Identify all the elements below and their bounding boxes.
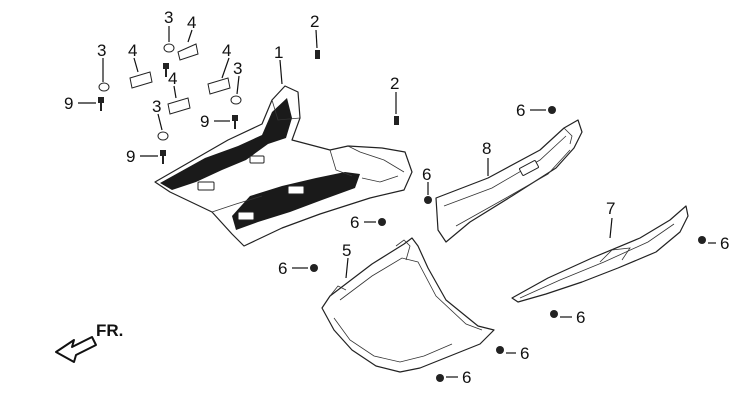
hardware-clips-2 [315,50,399,125]
hardware-grommets [98,43,242,141]
callout-7: 7 [606,199,615,218]
callout-3: 3 [164,8,173,27]
leader-lines [78,26,716,378]
callout-3: 3 [97,41,106,60]
part-7-side-cover [511,205,689,303]
callout-5: 5 [342,241,351,260]
hardware-pads [129,43,231,115]
hardware-bolts-9 [98,63,238,164]
callout-8: 8 [482,139,491,158]
callout-4: 4 [128,41,137,60]
callout-4: 4 [187,13,196,32]
part-1-floor-panel [154,85,413,247]
callout-3: 3 [152,97,161,116]
callout-6: 6 [278,259,287,278]
front-direction-label: FR. [96,321,123,340]
callout-6: 6 [520,344,529,363]
callout-9: 9 [126,147,135,166]
callout-1: 1 [274,43,283,62]
callout-6: 6 [576,308,585,327]
hardware-bolts-6 [310,106,706,382]
part-8-side-cover [435,119,583,243]
callout-6: 6 [350,213,359,232]
part-5-lower-cover [321,237,495,373]
callout-6: 6 [462,368,471,387]
callout-2: 2 [310,12,319,31]
callout-labels: 1 2 2 3 3 3 3 4 4 4 4 5 6 6 6 6 6 6 6 6 … [64,8,729,387]
callout-4: 4 [222,41,231,60]
callout-4: 4 [168,69,177,88]
callout-2: 2 [390,74,399,93]
callout-6: 6 [422,165,431,184]
callout-9: 9 [200,112,209,131]
callout-6: 6 [516,101,525,120]
callout-6: 6 [720,234,729,253]
front-direction-arrow: FR. [55,321,123,363]
callout-9: 9 [64,94,73,113]
callout-3: 3 [233,59,242,78]
